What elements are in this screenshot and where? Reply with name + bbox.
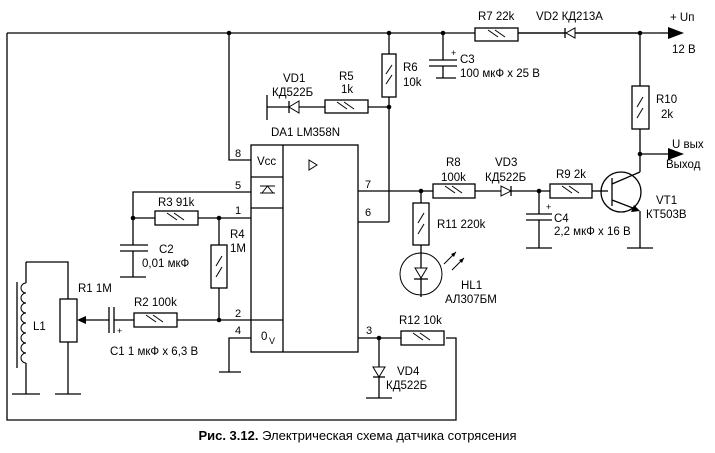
c4-plus: + (546, 202, 551, 212)
c2-value: 0,01 мкФ (142, 258, 190, 270)
ic-name: DA1 LM358N (271, 127, 340, 139)
r9-label: R9 2k (556, 169, 586, 181)
hl1-value: АЛ307БМ (445, 294, 497, 306)
c3-value: 100 мкФ x 25 В (460, 68, 540, 80)
vd3-name: VD3 (495, 157, 517, 169)
ic-da1 (250, 144, 359, 353)
r4-value: 1M (230, 243, 246, 255)
resistor-r3 (133, 210, 219, 226)
potentiometer-r1 (26, 261, 86, 395)
pin-1: 1 (235, 205, 241, 217)
resistor-r12 (379, 330, 445, 346)
resistor-r2 (133, 312, 219, 328)
resistor-r6 (358, 33, 397, 223)
r2-label: R2 100k (134, 297, 177, 309)
resistor-r9 (549, 183, 608, 199)
r12-label: R12 10k (399, 315, 442, 327)
supply-voltage: 12 В (672, 44, 696, 56)
ic-gnd: 0 (261, 331, 267, 343)
output-terminal (640, 148, 684, 160)
vd3-value: КД522Б (485, 172, 526, 184)
diode-vd4 (366, 338, 392, 399)
l1-label: L1 (33, 321, 46, 333)
vt1-name: VT1 (656, 195, 677, 207)
pin-2: 2 (235, 308, 241, 320)
capacitor-c1 (81, 307, 134, 333)
r5-name: R5 (339, 71, 354, 83)
r6-value: 10k (403, 77, 422, 89)
r5-value: 1k (341, 84, 353, 96)
r10-name: R10 (656, 94, 677, 106)
output-label: U вых (672, 139, 704, 151)
vd2-label: VD2 КД213А (536, 11, 603, 23)
diode-vd2 (518, 27, 640, 39)
r1-label: R1 1M (78, 283, 112, 295)
vd1-value: КД522Б (272, 87, 313, 99)
c2-name: C2 (159, 244, 174, 256)
pin-6: 6 (365, 207, 371, 219)
pin-3: 3 (366, 325, 372, 337)
capacitor-c4 (526, 191, 552, 249)
c3-plus: + (451, 48, 456, 58)
hl1-name: HL1 (461, 280, 482, 292)
resistor-r10 (631, 85, 650, 130)
c3-name: C3 (460, 54, 475, 66)
junction-dots (130, 30, 643, 341)
ic-gnd-sub: V (269, 336, 275, 346)
c4-name: C4 (554, 213, 569, 225)
resistor-r4 (210, 218, 228, 320)
r3-label: R3 91k (158, 197, 195, 209)
supply-label: + Uп (670, 12, 694, 24)
ic-vcc: Vcc (257, 156, 276, 168)
diode-vd1 (266, 95, 325, 120)
ic-pin-wires (132, 33, 421, 373)
r10-value: 2k (661, 109, 673, 121)
r7-label: R7 22k (478, 11, 515, 23)
vd4-value: КД522Б (386, 380, 427, 392)
figure-caption-text: Электрическая схема датчика сотрясения (262, 428, 517, 443)
pin-7: 7 (365, 179, 371, 191)
figure-caption: Рис. 3.12. Электрическая схема датчика с… (0, 428, 715, 443)
r11-label: R11 220k (437, 219, 486, 231)
c1-label: C1 1 мкФ x 6,3 В (110, 346, 198, 358)
pin-5: 5 (235, 180, 241, 192)
diode-vd3 (421, 185, 550, 197)
vd1-name: VD1 (283, 73, 305, 85)
supply-terminal (660, 27, 684, 39)
c4-value: 2,2 мкФ x 16 В (554, 226, 631, 238)
capacitor-c2 (120, 244, 148, 278)
capacitor-c3 (429, 33, 457, 79)
r6-name: R6 (403, 62, 418, 74)
pin-8: 8 (235, 148, 241, 160)
resistor-r7 (474, 27, 519, 42)
resistor-r11 (412, 191, 430, 297)
figure-label: Рис. 3.12. (198, 428, 259, 443)
pin-4: 4 (235, 325, 241, 337)
c1-plus: + (117, 326, 122, 336)
r8-name: R8 (446, 157, 461, 169)
inductor-l1 (12, 262, 40, 395)
output-label2: Выход (666, 159, 701, 171)
r4-name: R4 (230, 229, 245, 241)
r8-value: 100k (441, 172, 466, 184)
led-hl1 (399, 251, 465, 296)
vd4-name: VD4 (397, 366, 420, 378)
vt1-value: КТ503В (646, 209, 687, 221)
resistor-r8 (432, 183, 476, 199)
resistor-r5 (324, 99, 389, 114)
